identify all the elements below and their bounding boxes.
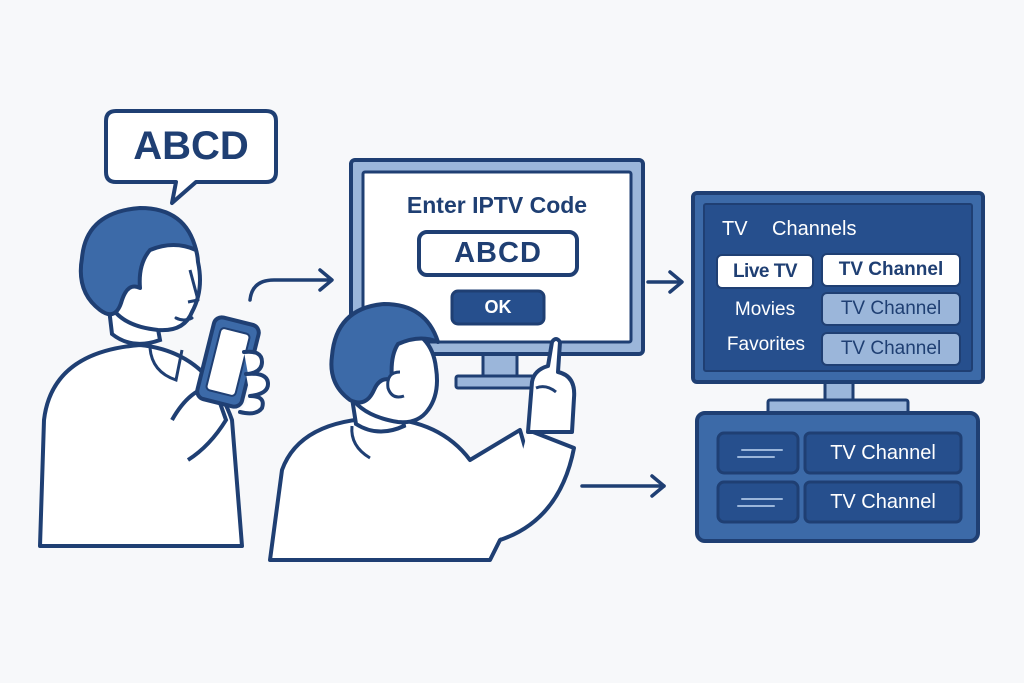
person-pointing <box>268 302 577 562</box>
menu-tv <box>691 191 985 415</box>
channel-item-1[interactable]: TV Channel <box>838 259 944 280</box>
code-input-box <box>417 230 579 277</box>
sidebar-item-live-tv[interactable]: Live TV <box>732 260 798 282</box>
menu-header-channels: Channels <box>772 217 857 240</box>
menu-header-tv: TV <box>722 217 748 240</box>
ok-button[interactable]: OK <box>484 297 512 317</box>
channel-item-2[interactable]: TV Channel <box>840 298 942 319</box>
speech-bubble-text: ABCD <box>133 124 249 168</box>
code-entry-tv <box>349 158 645 390</box>
arrow-phone-to-tv <box>248 278 332 302</box>
sidebar-item-favorites[interactable]: Favorites <box>726 334 806 355</box>
list-lines-icon <box>737 449 783 507</box>
live-tv-highlight <box>716 254 814 289</box>
channel-item-3[interactable]: TV Channel <box>840 338 942 359</box>
ok-button-shape <box>450 289 546 326</box>
code-screen-title: Enter IPTV Code <box>406 191 588 218</box>
code-input[interactable]: ABCD <box>454 237 542 269</box>
person-with-phone <box>38 206 271 548</box>
flow-arrows <box>248 268 684 498</box>
box-channel-item-1[interactable]: TV Channel <box>830 441 936 464</box>
speech-bubble <box>104 109 278 205</box>
box-channel-item-2[interactable]: TV Channel <box>830 490 936 513</box>
sidebar-item-movies[interactable]: Movies <box>734 299 796 320</box>
set-top-box <box>695 411 980 543</box>
